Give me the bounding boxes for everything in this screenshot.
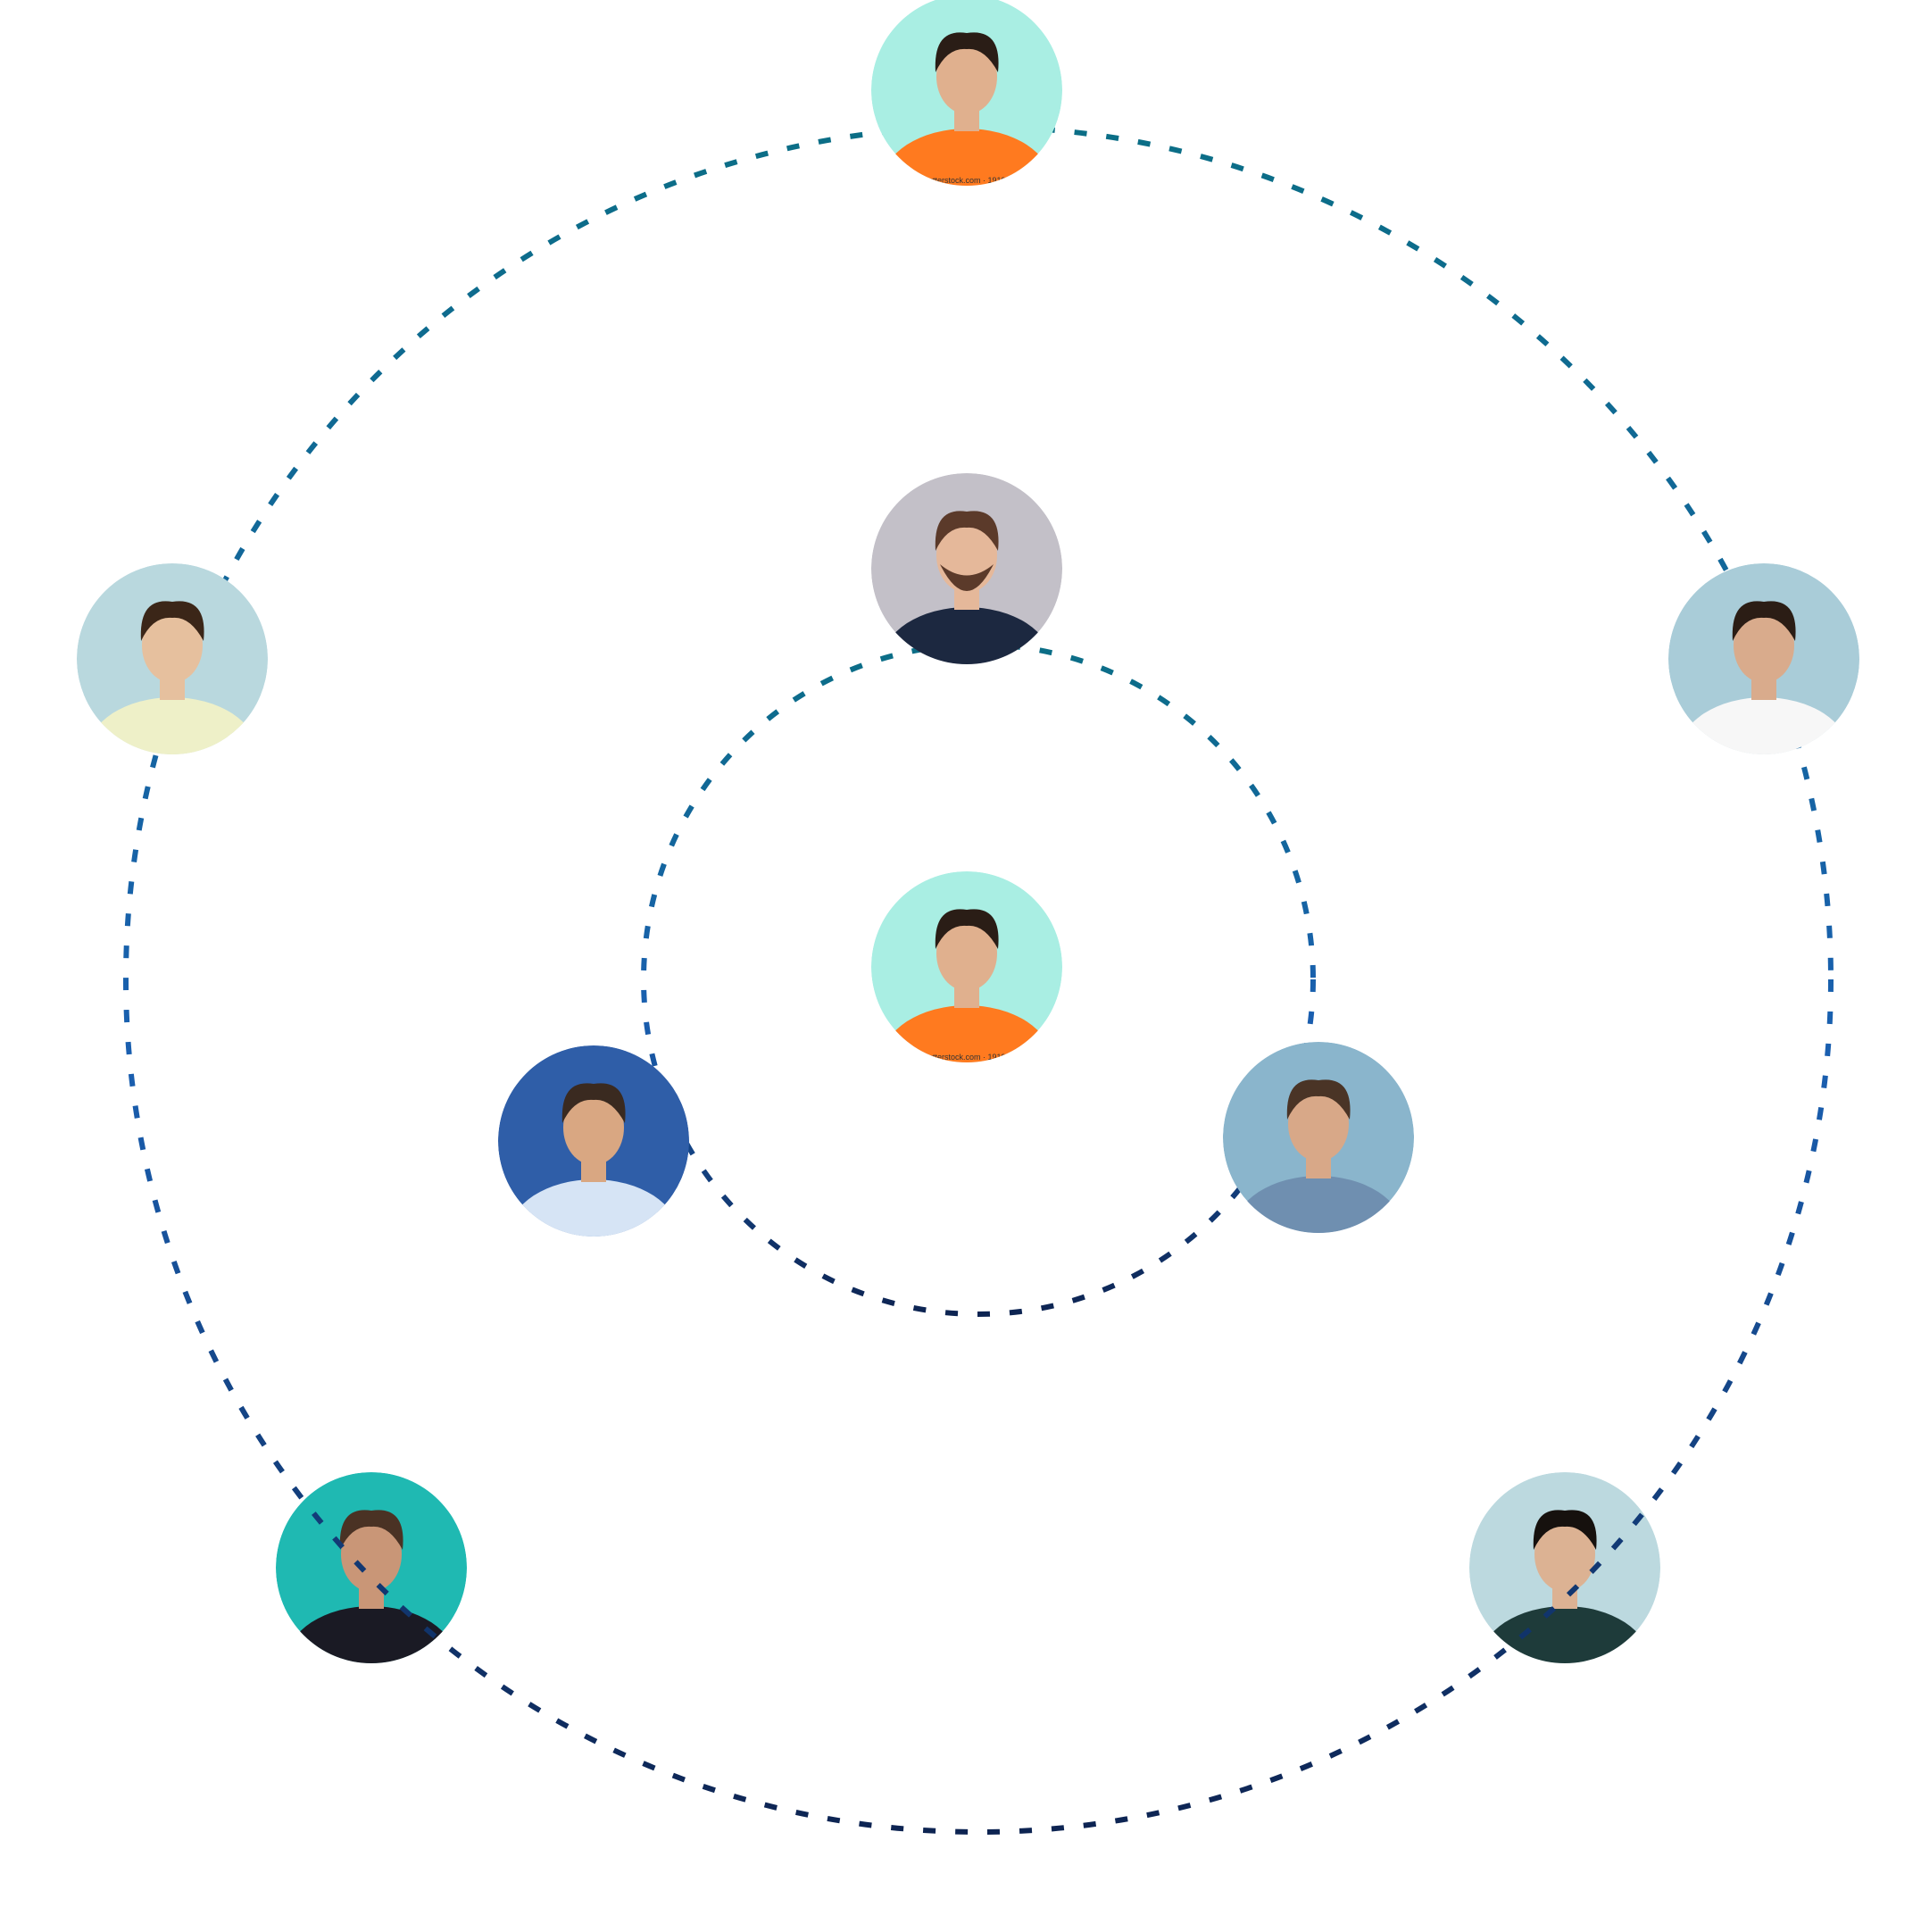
avatar-outer-right — [1668, 563, 1859, 754]
avatar-hair — [561, 1083, 626, 1123]
avatar-hair — [1533, 1510, 1597, 1550]
avatar-shirt — [287, 1606, 456, 1663]
avatar-head — [341, 1517, 402, 1592]
avatar-beard — [940, 564, 994, 591]
avatar-inner-left — [498, 1045, 689, 1237]
avatar-outer-top: shutterstock.com · 1919… — [871, 0, 1062, 186]
avatar-head — [936, 916, 997, 991]
avatar-hair — [339, 1510, 403, 1550]
avatar-head — [563, 1090, 624, 1165]
avatar-hair — [935, 32, 999, 72]
avatar-hair — [1732, 601, 1796, 641]
avatar-shirt — [1480, 1606, 1650, 1663]
avatar-center: shutterstock.com · 1919… — [871, 871, 1062, 1062]
avatar-inner-right — [1223, 1042, 1414, 1233]
avatar-outer-bottom-right — [1469, 1472, 1660, 1663]
avatar-head — [142, 608, 203, 683]
outer-ring — [123, 124, 1834, 1835]
avatar-hair — [935, 511, 999, 551]
avatar-inner-top — [871, 473, 1062, 664]
avatar-outer-left — [77, 563, 268, 754]
avatar-shirt — [882, 129, 1052, 186]
avatar-watermark: shutterstock.com · 1919… — [919, 1053, 1013, 1062]
avatar-head — [936, 39, 997, 114]
avatar-head — [1288, 1087, 1349, 1162]
avatar-watermark: shutterstock.com · 1919… — [919, 176, 1013, 185]
avatar-head — [1534, 1517, 1595, 1592]
avatar-shirt — [1679, 697, 1849, 754]
avatar-shirt — [87, 697, 257, 754]
avatar-outer-bottom-left — [276, 1472, 467, 1663]
avatar-hair — [140, 601, 204, 641]
avatar-head — [1734, 608, 1794, 683]
avatar-hair — [935, 909, 999, 949]
avatar-shirt — [882, 1005, 1052, 1062]
avatar-shirt — [509, 1179, 678, 1237]
avatar-shirt — [1234, 1176, 1403, 1233]
avatar-shirt — [882, 607, 1052, 664]
avatar-hair — [1286, 1079, 1351, 1120]
